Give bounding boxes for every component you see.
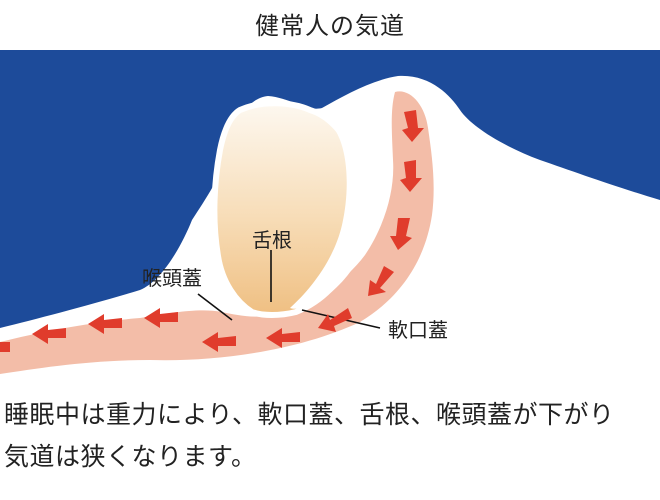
airflow-arrow-icon xyxy=(88,314,122,334)
tongue-base-label: 舌根 xyxy=(252,228,292,252)
caption-line-2: 気道は狭くなります。 xyxy=(4,442,257,471)
airflow-arrow-icon xyxy=(402,110,424,142)
airflow-arrows xyxy=(0,110,424,352)
airflow-arrow-icon xyxy=(202,332,236,352)
soft-palate-label: 軟口蓋 xyxy=(388,318,448,342)
tongue-shape xyxy=(211,100,361,318)
diagram-title: 健常人の気道 xyxy=(255,12,405,40)
airflow-arrow-icon xyxy=(368,266,394,296)
airway-diagram xyxy=(0,50,660,380)
airway-channel xyxy=(0,91,434,374)
airflow-arrow-icon xyxy=(400,160,422,192)
caption-line-1: 睡眠中は重力により、軟口蓋、舌根、喉頭蓋が下がり xyxy=(4,400,615,429)
epiglottis-pointer xyxy=(197,293,233,321)
airflow-arrow-icon xyxy=(390,218,412,250)
airflow-arrow-icon xyxy=(266,328,300,348)
soft-palate-shape xyxy=(290,106,377,309)
airflow-arrow-icon xyxy=(32,324,66,344)
epiglottis-label: 喉頭蓋 xyxy=(142,266,202,290)
airflow-arrow-icon xyxy=(318,308,352,332)
airflow-arrow-icon xyxy=(0,342,10,352)
caption: 睡眠中は重力により、軟口蓋、舌根、喉頭蓋が下がり 気道は狭くなります。 xyxy=(4,394,654,478)
airflow-arrow-icon xyxy=(144,308,178,328)
